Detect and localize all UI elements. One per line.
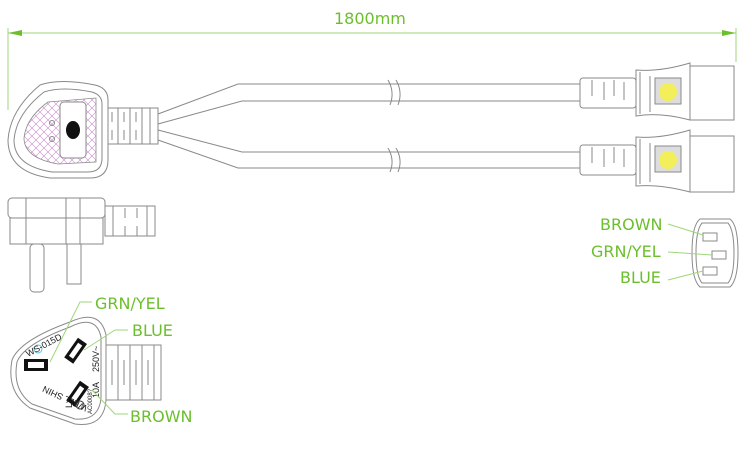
svg-text:L: L <box>64 403 74 408</box>
svg-text:AC0008?: AC0008? <box>88 388 94 414</box>
plug-face-view: WS-015D WELL SHIN 250V~ 10A AC0008? L GR… <box>10 294 192 426</box>
break-mark-upper <box>387 79 401 106</box>
svg-text:250V~: 250V~ <box>91 346 101 372</box>
label-blue: BLUE <box>132 321 173 340</box>
indicator-icon <box>659 151 677 169</box>
label-grn-yel: GRN/YEL <box>95 294 165 313</box>
connector-lower <box>579 129 735 193</box>
connector-face-view: BROWN GRN/YEL BLUE <box>591 215 739 288</box>
dimension-line: 1800mm <box>7 9 737 110</box>
earth-symbol-icon <box>33 344 43 354</box>
break-mark-lower <box>387 147 401 173</box>
plug-top-view <box>7 81 159 179</box>
arrow-right-icon <box>722 30 736 36</box>
plug-side-view <box>7 197 156 293</box>
indicator-icon <box>659 83 677 101</box>
arrow-left-icon <box>8 30 22 36</box>
ws-logo-icon <box>66 121 80 139</box>
connector-label-blue: BLUE <box>620 268 661 287</box>
label-brown: BROWN <box>130 407 192 426</box>
length-label: 1800mm <box>334 9 406 28</box>
connector-label-brown: BROWN <box>600 215 662 234</box>
svg-text:10A: 10A <box>91 382 101 398</box>
connector-label-grn-yel: GRN/YEL <box>591 242 661 261</box>
connector-upper <box>579 62 735 121</box>
ccc-mark-icon <box>75 400 85 410</box>
cables <box>157 79 585 173</box>
